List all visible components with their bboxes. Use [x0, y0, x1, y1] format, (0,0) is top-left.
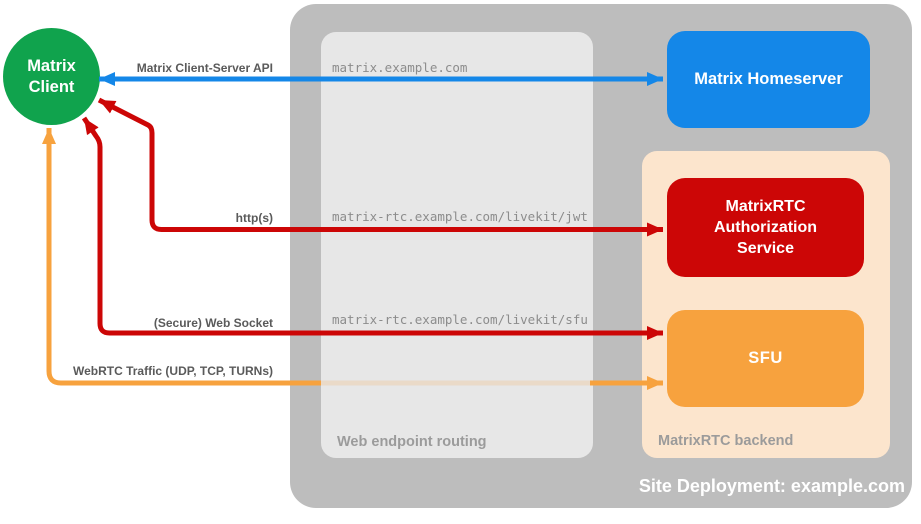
endpoint-livekit-jwt-path: matrix-rtc.example.com/livekit/jwt: [332, 209, 588, 224]
web-endpoint-routing-box: [321, 32, 593, 458]
matrix-client-node-circle: [3, 28, 100, 125]
web-socket-arrow: [81, 116, 663, 340]
client-server-api-arrow-label: Matrix Client-Server API: [136, 61, 273, 75]
matrixrtc-auth-service-label: MatrixRTC Authorization Service: [713, 197, 818, 258]
endpoint-homeserver-host: matrix.example.com: [332, 60, 468, 75]
site-deployment-label: Site Deployment: example.com: [638, 476, 905, 496]
sfu-node-box: [667, 310, 864, 407]
auth-service-node-box: [667, 178, 864, 277]
web-socket-arrow-label: (Secure) Web Socket: [153, 316, 273, 330]
endpoint-livekit-sfu-path: matrix-rtc.example.com/livekit/sfu: [332, 312, 588, 327]
webrtc-traffic-arrow: [42, 128, 321, 386]
matrixrtc-backend-label: MatrixRTC backend: [658, 433, 794, 449]
https-arrow-label: http(s): [235, 211, 273, 225]
webrtc-traffic-arrow-label: WebRTC Traffic (UDP, TCP, TURNs): [72, 364, 273, 378]
homeserver-node-box: [667, 31, 870, 128]
web-endpoint-routing-label: Web endpoint routing: [337, 434, 487, 450]
matrix-client-label: Matrix Client: [27, 56, 76, 96]
matrix-homeserver-label: Matrix Homeserver: [694, 70, 843, 88]
sfu-label: SFU: [748, 349, 783, 367]
